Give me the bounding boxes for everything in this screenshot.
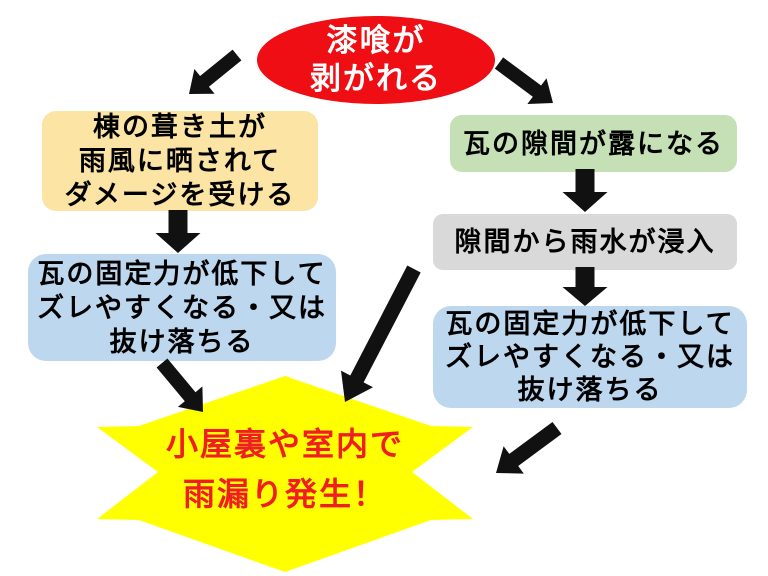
arrow-water-to-tile-right: [562, 267, 608, 306]
node-tile-loose-left: 瓦の固定力が低下して ズレやすくなる・又は 抜け落ちる: [28, 254, 336, 361]
arrow-start-to-gap: [494, 57, 553, 104]
arrow-ridge-to-tile-left: [155, 210, 201, 253]
arrow-start-to-ridge: [189, 49, 242, 94]
node-rainwater-enters: 隙間から雨水が浸入: [433, 214, 737, 270]
node-plaster-peels-label: 漆喰が 剥がれる: [310, 23, 442, 96]
arrow-tile-left-to-leak: [156, 358, 203, 412]
node-plaster-peels: 漆喰が 剥がれる: [257, 16, 495, 104]
node-tile-gap-exposed-label: 瓦の隙間が露になる: [463, 128, 724, 159]
node-ridge-soil-damage: 棟の葺き土が 雨風に晒されて ダメージを受ける: [42, 111, 318, 211]
node-tile-loose-left-label: 瓦の固定力が低下して ズレやすくなる・又は 抜け落ちる: [37, 258, 327, 357]
arrow-tile-right-to-leak: [496, 422, 562, 474]
node-tile-loose-right-label: 瓦の固定力が低下して ズレやすくなる・又は 抜け落ちる: [445, 308, 735, 405]
node-tile-loose-right: 瓦の固定力が低下して ズレやすくなる・又は 抜け落ちる: [433, 306, 747, 408]
node-ridge-soil-damage-label: 棟の葺き土が 雨風に晒されて ダメージを受ける: [64, 112, 296, 210]
node-leak-occurs-label: 小屋裏や室内で 雨漏り発生！: [165, 426, 404, 512]
node-rainwater-enters-label: 隙間から雨水が浸入: [454, 227, 716, 257]
arrow-water-to-leak: [341, 265, 421, 402]
node-tile-gap-exposed: 瓦の隙間が露になる: [450, 115, 737, 172]
arrow-gap-to-water: [562, 169, 608, 212]
